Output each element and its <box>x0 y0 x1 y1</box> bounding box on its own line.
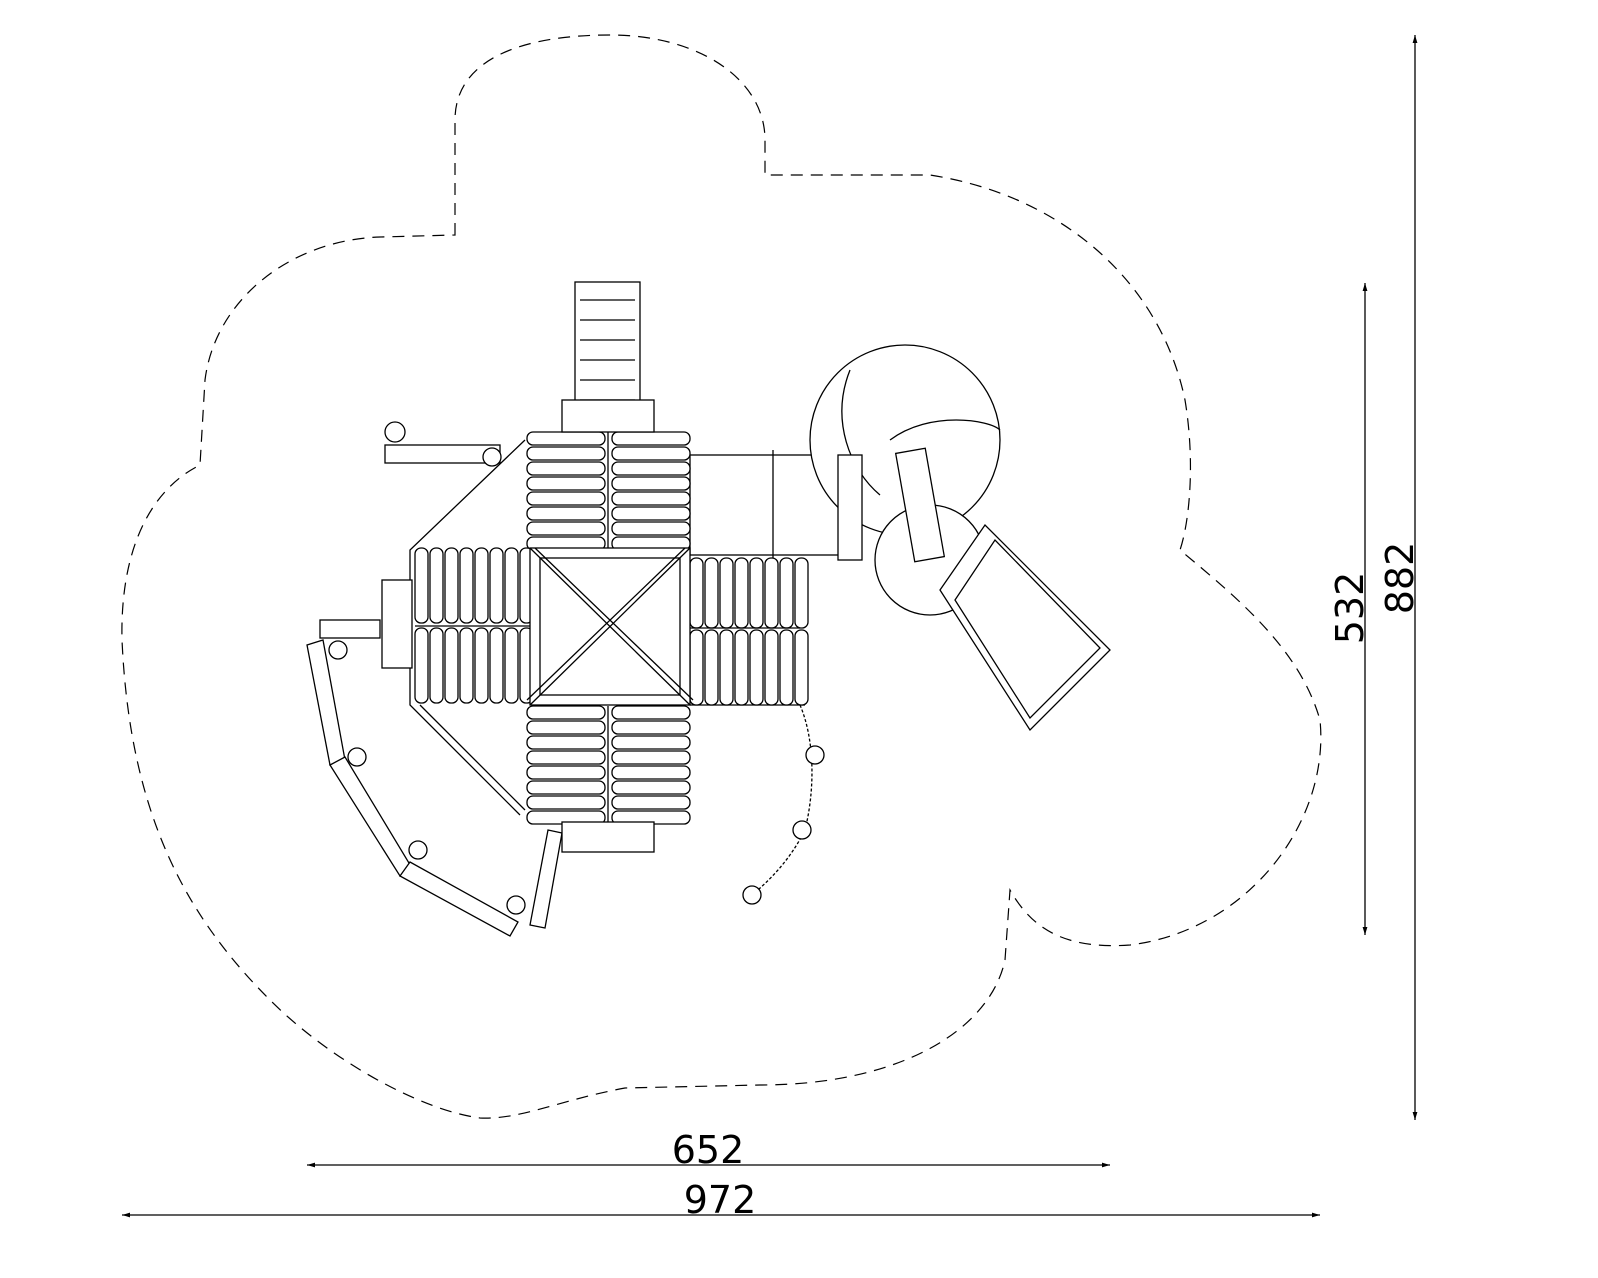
log <box>794 557 809 629</box>
log <box>526 795 606 810</box>
log <box>526 765 606 780</box>
log <box>611 506 691 521</box>
log <box>526 491 606 506</box>
log <box>611 720 691 735</box>
log <box>611 521 691 536</box>
log <box>749 629 764 706</box>
log <box>689 557 704 629</box>
log <box>526 461 606 476</box>
dimension-label-532: 532 <box>1328 572 1372 645</box>
log <box>734 557 749 629</box>
deck-cap-bottom <box>561 821 655 853</box>
log <box>689 629 704 706</box>
dimension-label-652: 652 <box>672 1128 745 1172</box>
log <box>611 476 691 491</box>
log <box>719 629 734 706</box>
log <box>474 547 489 624</box>
balance-beams <box>306 421 563 937</box>
log <box>611 461 691 476</box>
chain-climber <box>742 704 825 905</box>
log <box>429 627 444 704</box>
dimension-width-outer: 972 <box>122 1178 1320 1222</box>
central-platform <box>526 547 694 706</box>
log <box>611 780 691 795</box>
log-decks <box>414 431 809 825</box>
log <box>719 557 734 629</box>
log <box>526 720 606 735</box>
log <box>414 547 429 624</box>
ladder <box>574 281 641 408</box>
log <box>444 627 459 704</box>
log <box>526 705 606 720</box>
log <box>764 557 779 629</box>
log <box>794 629 809 706</box>
log <box>474 627 489 704</box>
log <box>611 750 691 765</box>
log <box>611 765 691 780</box>
log <box>611 491 691 506</box>
log <box>611 705 691 720</box>
log <box>764 629 779 706</box>
log <box>526 780 606 795</box>
log <box>444 547 459 624</box>
log <box>414 627 429 704</box>
log <box>504 627 519 704</box>
log <box>611 431 691 446</box>
dimension-label-972: 972 <box>684 1178 757 1222</box>
log <box>429 547 444 624</box>
log <box>526 476 606 491</box>
log <box>459 547 474 624</box>
log <box>526 521 606 536</box>
log <box>526 446 606 461</box>
log <box>704 629 719 706</box>
log <box>526 506 606 521</box>
log <box>611 735 691 750</box>
safety-zone-outline <box>121 34 1322 1119</box>
log <box>749 557 764 629</box>
log <box>526 735 606 750</box>
log <box>459 627 474 704</box>
log <box>779 629 794 706</box>
log <box>526 431 606 446</box>
log <box>611 795 691 810</box>
dimension-width-inner: 652 <box>307 1128 1110 1172</box>
dimension-height-inner: 532 <box>1328 283 1372 935</box>
deck-cap-top <box>561 399 655 433</box>
log <box>526 750 606 765</box>
dimension-label-882: 882 <box>1378 542 1422 615</box>
log <box>504 547 519 624</box>
log <box>779 557 794 629</box>
log <box>489 627 504 704</box>
dimension-height-outer: 882 <box>1378 35 1422 1120</box>
tube-slide <box>689 344 1111 732</box>
log <box>611 446 691 461</box>
log <box>489 547 504 624</box>
log <box>734 629 749 706</box>
log <box>704 557 719 629</box>
